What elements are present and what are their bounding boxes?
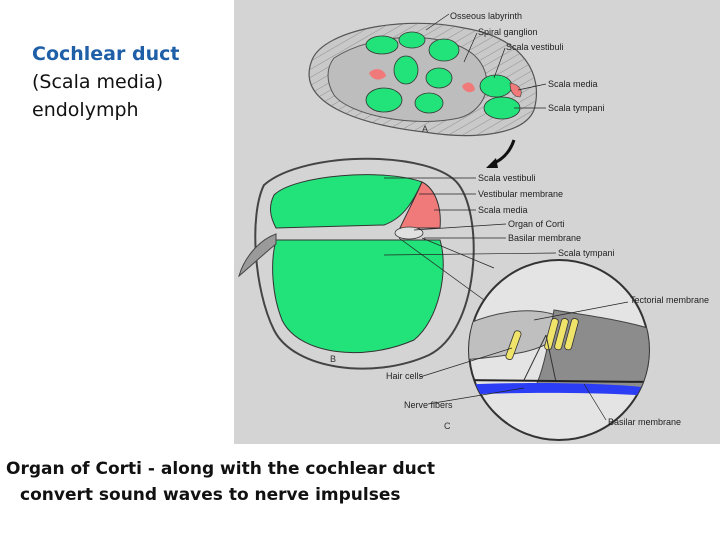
scala-media-small-a1 (369, 69, 386, 80)
label-basilar-membrane-b: Basilar membrane (508, 233, 581, 243)
turn-scala-2 (398, 31, 426, 49)
turn-scala-5 (425, 67, 453, 89)
scala-tympani-b-shape (272, 239, 444, 354)
cochlea-figure: Osseous labyrinth Spiral ganglion Scala … (234, 0, 720, 444)
turn-scala-3 (428, 38, 460, 62)
scala-media-b-shape (399, 181, 441, 229)
label-vestibular-membrane: Vestibular membrane (478, 189, 563, 199)
cochlea-diagram: Osseous labyrinth Spiral ganglion Scala … (234, 0, 720, 444)
label-scala-tympani-a: Scala tympani (548, 103, 605, 113)
caption-line-1: Organ of Corti - along with the cochlear… (6, 459, 435, 479)
title-cochlear-duct: Cochlear duct (32, 43, 180, 65)
panel-letter-b: B (330, 354, 336, 364)
caption-line-2: convert sound waves to nerve impulses (20, 485, 401, 505)
outer-hair-cell-1 (544, 318, 559, 351)
panel-a-cochlea: Osseous labyrinth Spiral ganglion Scala … (308, 11, 605, 137)
outer-hair-cell-3 (564, 318, 579, 351)
label-tectorial-membrane: Tectorial membrane (630, 295, 709, 305)
organ-of-corti-b-shape (394, 226, 424, 240)
turn-scala-6 (365, 87, 403, 113)
turn-scala-1 (365, 35, 399, 55)
label-scala-vestibuli-a: Scala vestibuli (506, 42, 564, 52)
basilar-membrane-c-shape (469, 379, 649, 383)
nerve-fibers-shape (469, 383, 649, 396)
title-endolymph: endolymph (32, 99, 139, 121)
pillar-cells (523, 334, 557, 383)
inner-hair-cell (505, 330, 522, 361)
caption: Organ of Corti - along with the cochlear… (6, 456, 435, 508)
title-scala-media: (Scala media) (32, 71, 164, 93)
label-scala-tympani-b: Scala tympani (558, 248, 615, 258)
label-organ-of-corti: Organ of Corti (508, 219, 565, 229)
label-scala-media-a: Scala media (548, 79, 598, 89)
scala-vestibuli-a-shape (479, 74, 513, 98)
panel-c-organ-of-corti: Tectorial membrane Hair cells Nerve fibe… (386, 259, 709, 441)
turn-scala-4 (393, 55, 419, 85)
panel-letter-c: C (444, 421, 451, 431)
label-nerve-fibers: Nerve fibers (404, 400, 453, 410)
label-hair-cells: Hair cells (386, 371, 424, 381)
label-scala-vestibuli-b: Scala vestibuli (478, 173, 536, 183)
panel-b-cross-section: Scala vestibuli Vestibular membrane Scal… (238, 157, 615, 370)
label-osseous-labyrinth: Osseous labyrinth (450, 11, 522, 21)
panel-letter-a: A (422, 124, 428, 134)
magnify-arrow-head (486, 158, 498, 168)
scala-media-a-shape (509, 82, 522, 98)
spiral-lamina (238, 233, 277, 278)
label-spiral-ganglion: Spiral ganglion (478, 27, 538, 37)
label-basilar-membrane-c: Basilar membrane (608, 417, 681, 427)
turn-scala-7 (414, 92, 444, 114)
scala-media-small-a2 (462, 82, 475, 93)
title-block: Cochlear duct (Scala media) endolymph (32, 40, 179, 124)
outer-hair-cell-2 (554, 318, 569, 351)
label-scala-media-b: Scala media (478, 205, 528, 215)
